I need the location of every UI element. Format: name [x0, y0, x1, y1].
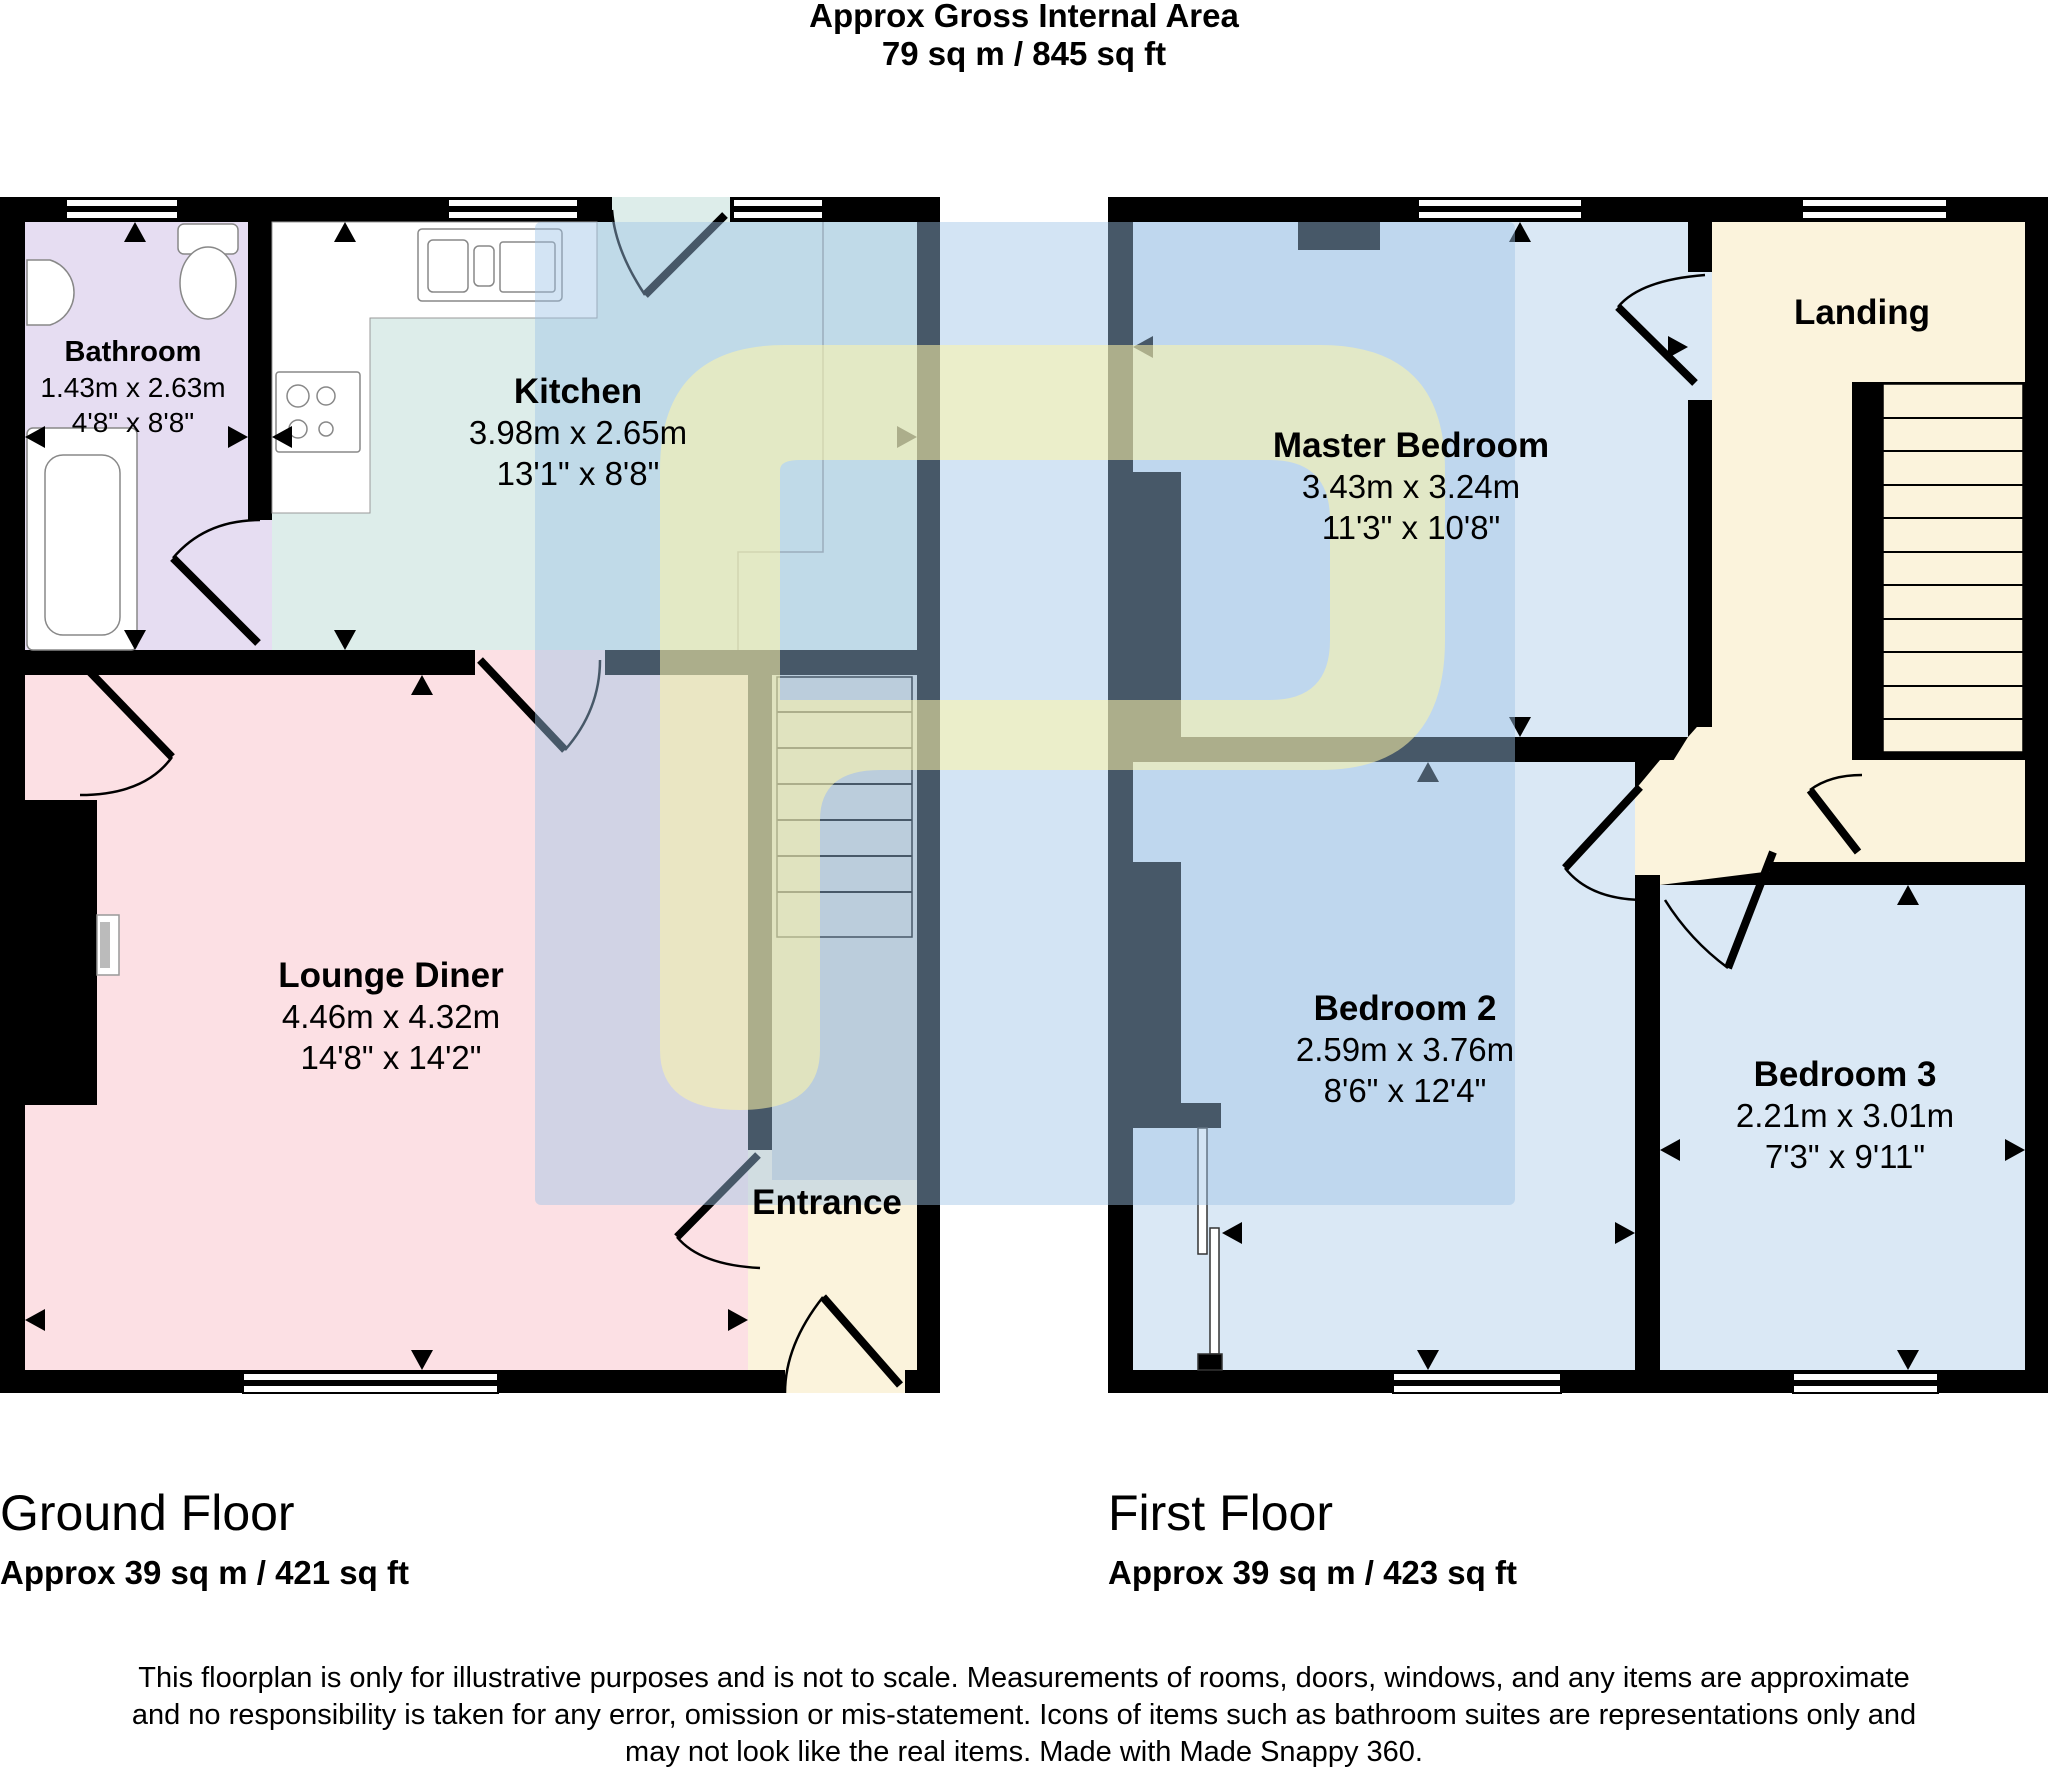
room-dim-imperial: 14'8" x 14'2" [300, 1039, 482, 1076]
windows-ground [65, 198, 824, 1394]
room-name: Bedroom 3 [1753, 1055, 1937, 1094]
chimney-breast [25, 800, 97, 1105]
room-entrance: Entrance [752, 1182, 902, 1223]
gross-area-total: 79 sq m / 845 sq ft [881, 35, 1167, 72]
room-kitchen: Kitchen 3.98m x 2.65m 13'1" x 8'8" [469, 371, 687, 494]
room-name: Lounge Diner [278, 956, 504, 995]
room-name: Master Bedroom [1272, 426, 1550, 465]
room-dim-imperial: 8'6" x 12'4" [1323, 1072, 1487, 1109]
first-stairs-icon [1882, 383, 2024, 753]
room-lounge-diner: Lounge Diner 4.46m x 4.32m 14'8" x 14'2" [278, 955, 504, 1078]
room-master-bedroom: Master Bedroom 3.43m x 3.24m 11'3" x 10'… [1273, 425, 1549, 548]
first-floor-title: First Floor [1108, 1485, 1333, 1541]
ground-floor-title: Ground Floor [0, 1485, 295, 1541]
room-dim-metric: 2.59m x 3.76m [1295, 1031, 1515, 1068]
watermark-logo [535, 222, 1515, 1205]
disclaimer: This floorplan is only for illustrative … [0, 1660, 2048, 1771]
first-doors [1562, 273, 1863, 970]
watermark-p-shape [660, 345, 1445, 1110]
header: Approx Gross Internal Area 79 sq m / 845… [0, 0, 2048, 73]
ground-doors [79, 209, 904, 1394]
room-dim-metric: 3.43m x 3.24m [1301, 468, 1521, 505]
room-landing: Landing [1794, 292, 1930, 333]
room-dim-imperial: 4'8" x 8'8" [71, 407, 195, 438]
room-dim-metric: 3.98m x 2.65m [468, 414, 688, 451]
room-bathroom: Bathroom 1.43m x 2.63m 4'8" x 8'8" [40, 335, 225, 440]
room-name: Bathroom [64, 336, 202, 368]
lounge-floor [25, 675, 748, 1370]
room-dim-metric: 1.43m x 2.63m [40, 372, 226, 403]
room-name: Kitchen [513, 372, 643, 411]
disclaimer-line: This floorplan is only for illustrative … [138, 1662, 1910, 1694]
room-name: Landing [1793, 293, 1931, 332]
windows-first [1392, 198, 1948, 1394]
basin-icon [26, 259, 75, 326]
bedroom-3-floor [1660, 885, 2025, 1370]
disclaimer-line: may not look like the real items. Made w… [625, 1736, 1423, 1768]
room-dim-metric: 4.46m x 4.32m [281, 998, 501, 1035]
room-dim-imperial: 11'3" x 10'8" [1321, 509, 1501, 546]
first-floor-plan [1108, 197, 2048, 1394]
ground-floor-area: Approx 39 sq m / 421 sq ft [0, 1554, 409, 1591]
first-floor-area: Approx 39 sq m / 423 sq ft [1108, 1554, 1517, 1591]
room-dim-metric: 2.21m x 3.01m [1735, 1097, 1955, 1134]
wardrobe-icon [1197, 1127, 1223, 1371]
room-name: Entrance [752, 1183, 902, 1222]
bathroom-fixtures [26, 223, 239, 651]
disclaimer-line: and no responsibility is taken for any e… [131, 1699, 1917, 1731]
gross-area-title: Approx Gross Internal Area [809, 0, 1239, 34]
room-bedroom-2: Bedroom 2 2.59m x 3.76m 8'6" x 12'4" [1296, 988, 1514, 1111]
room-bedroom-3: Bedroom 3 2.21m x 3.01m 7'3" x 9'11" [1736, 1054, 1954, 1177]
room-dim-imperial: 13'1" x 8'8" [496, 455, 660, 492]
room-name: Bedroom 2 [1313, 989, 1497, 1028]
room-dim-imperial: 7'3" x 9'11" [1764, 1138, 1926, 1175]
